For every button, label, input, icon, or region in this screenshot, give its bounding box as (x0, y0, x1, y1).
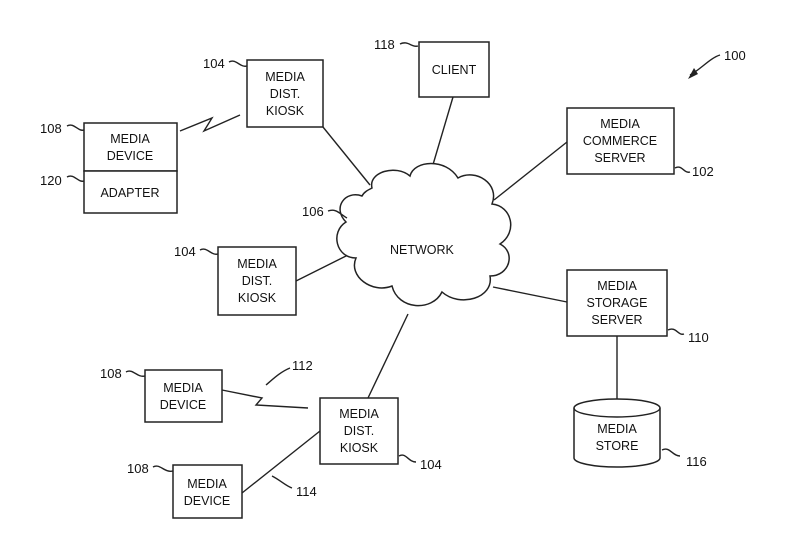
wireless-link-ref-leader (266, 368, 290, 385)
media-device-adapter-line-2: DEVICE (107, 149, 154, 163)
figure-ref-group: 100 (688, 48, 746, 79)
adapter-ref-leader (67, 176, 84, 181)
media-commerce-server-line-2: COMMERCE (583, 134, 657, 148)
media-storage-server-node: MEDIA STORAGE SERVER 110 (567, 270, 709, 345)
kiosk-mid-line-1: MEDIA (237, 257, 277, 271)
media-storage-server-ref-leader (668, 329, 684, 334)
link-client-network (432, 97, 453, 168)
kiosk-mid-line-2: DIST. (242, 274, 273, 288)
media-commerce-server-node: MEDIA COMMERCE SERVER 102 (567, 108, 714, 179)
wired-link-ref: 114 (296, 484, 317, 499)
kiosk-mid-ref: 104 (174, 244, 196, 259)
kiosk-top-ref-leader (229, 61, 247, 66)
wireless-link-ref: 112 (292, 358, 313, 373)
media-commerce-server-line-1: MEDIA (600, 117, 640, 131)
media-device-wireless-ref-leader (126, 371, 145, 376)
network-ref: 106 (302, 204, 324, 219)
media-device-adapter-ref-leader (67, 125, 84, 130)
figure-ref-label: 100 (724, 48, 746, 63)
media-device-adapter-node: MEDIA DEVICE ADAPTER 108 120 (40, 121, 177, 213)
media-commerce-server-ref-leader (675, 167, 690, 172)
kiosk-mid-line-3: KIOSK (238, 291, 277, 305)
media-device-wired-line-2: DEVICE (184, 494, 231, 508)
adapter-ref: 120 (40, 173, 62, 188)
client-ref-leader (400, 43, 418, 46)
wireless-link-top (180, 115, 240, 131)
link-storage-server-network (493, 287, 567, 302)
media-device-wired-node: MEDIA DEVICE 108 (127, 461, 242, 518)
network-cloud-group: NETWORK 106 (302, 164, 511, 306)
media-device-wireless-line-1: MEDIA (163, 381, 203, 395)
media-device-wireless-line-2: DEVICE (160, 398, 207, 412)
wireless-link-bottom (222, 390, 308, 408)
media-commerce-server-line-3: SERVER (594, 151, 645, 165)
media-device-wired-ref-leader (153, 466, 173, 471)
kiosk-mid-ref-leader (200, 249, 218, 254)
kiosk-bottom-ref: 104 (420, 457, 442, 472)
link-refs: 112 114 (266, 358, 317, 499)
kiosk-mid-node: MEDIA DIST. KIOSK 104 (174, 244, 296, 315)
media-storage-server-line-1: MEDIA (597, 279, 637, 293)
media-store-line-1: MEDIA (597, 422, 637, 436)
media-store-node: MEDIA STORE 116 (574, 399, 707, 469)
network-label: NETWORK (390, 243, 455, 257)
media-storage-server-ref: 110 (688, 330, 709, 345)
link-kiosk-top-network (323, 127, 370, 185)
client-label: CLIENT (432, 63, 477, 77)
media-storage-server-line-3: SERVER (591, 313, 642, 327)
kiosk-bottom-line-2: DIST. (344, 424, 375, 438)
kiosk-top-line-2: DIST. (270, 87, 301, 101)
media-store-ref-leader (662, 449, 680, 456)
link-kiosk-bottom-network (368, 314, 408, 398)
media-device-wireless-node: MEDIA DEVICE 108 (100, 366, 222, 422)
media-store-line-2: STORE (596, 439, 639, 453)
media-commerce-server-ref: 102 (692, 164, 714, 179)
kiosk-bottom-line-3: KIOSK (340, 441, 379, 455)
media-device-wired-line-1: MEDIA (187, 477, 227, 491)
link-commerce-server-network (494, 142, 567, 200)
adapter-label: ADAPTER (100, 186, 159, 200)
figure-ref-arrowhead (688, 68, 698, 79)
media-store-ref: 116 (686, 454, 707, 469)
kiosk-top-line-3: KIOSK (266, 104, 305, 118)
link-kiosk-mid-network (296, 254, 350, 281)
kiosk-bottom-node: MEDIA DIST. KIOSK 104 (320, 398, 442, 472)
kiosk-bottom-ref-leader (399, 455, 416, 462)
media-device-wireless-ref: 108 (100, 366, 122, 381)
kiosk-top-line-1: MEDIA (265, 70, 305, 84)
media-device-adapter-line-1: MEDIA (110, 132, 150, 146)
media-device-wired-box (173, 465, 242, 518)
media-device-adapter-device-box (84, 123, 177, 171)
media-device-wired-ref: 108 (127, 461, 149, 476)
client-node: CLIENT 118 (374, 37, 489, 97)
media-device-adapter-ref: 108 (40, 121, 62, 136)
client-ref: 118 (374, 37, 395, 52)
kiosk-bottom-line-1: MEDIA (339, 407, 379, 421)
kiosk-top-node: MEDIA DIST. KIOSK 104 (203, 56, 323, 127)
kiosk-top-ref: 104 (203, 56, 225, 71)
network-cloud (337, 164, 511, 306)
media-device-wireless-box (145, 370, 222, 422)
wired-link-ref-leader (272, 476, 292, 488)
media-storage-server-line-2: STORAGE (587, 296, 648, 310)
